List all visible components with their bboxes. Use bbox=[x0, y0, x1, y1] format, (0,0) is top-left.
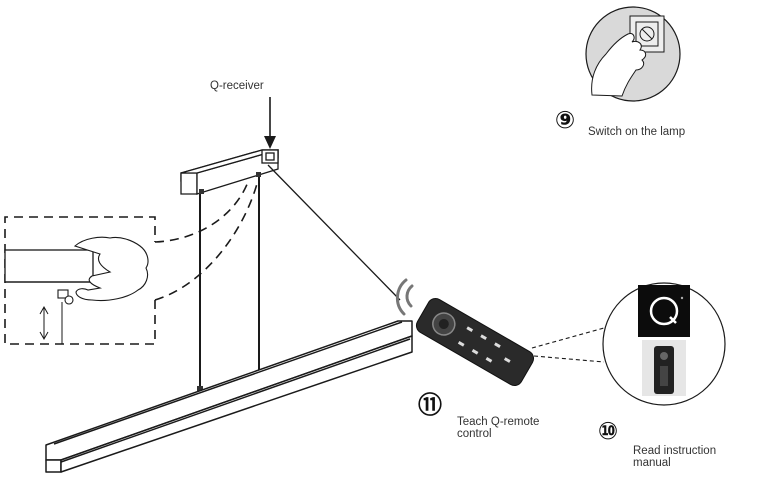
linear-lamp bbox=[45, 320, 413, 473]
wireless-signal-icon bbox=[396, 278, 414, 316]
suspension-cables bbox=[199, 177, 260, 390]
inset-distance-arrow bbox=[39, 302, 63, 344]
inset-hand-icon bbox=[73, 236, 149, 302]
step-11-number: ⑪ bbox=[418, 392, 442, 419]
step-9-text: Switch on the lamp bbox=[588, 126, 686, 138]
instruction-manual-illustration bbox=[602, 282, 726, 406]
q-receiver-module bbox=[261, 149, 279, 164]
step-10-number: ⑩ bbox=[597, 418, 619, 445]
signal-line bbox=[267, 164, 401, 301]
receiver-arrow bbox=[264, 97, 276, 149]
wall-switch-illustration bbox=[585, 6, 681, 102]
step-9-number: ⑨ bbox=[554, 107, 576, 134]
step-11-text-line2: control bbox=[457, 428, 492, 440]
ceiling-canopy bbox=[180, 149, 279, 195]
remote-control bbox=[415, 297, 535, 387]
inset-switch-button bbox=[57, 289, 74, 305]
inset-lamp-section bbox=[4, 249, 94, 283]
step-10-text-line2: manual bbox=[633, 457, 671, 469]
canopy-mounts bbox=[199, 172, 261, 194]
step-10-text-line1: Read instruction bbox=[633, 445, 717, 457]
manual-leader-lines bbox=[531, 327, 605, 363]
detail-leader-lines bbox=[154, 179, 259, 301]
q-receiver-label: Q-receiver bbox=[210, 80, 264, 92]
step-11-text-line1: Teach Q-remote bbox=[457, 416, 540, 428]
